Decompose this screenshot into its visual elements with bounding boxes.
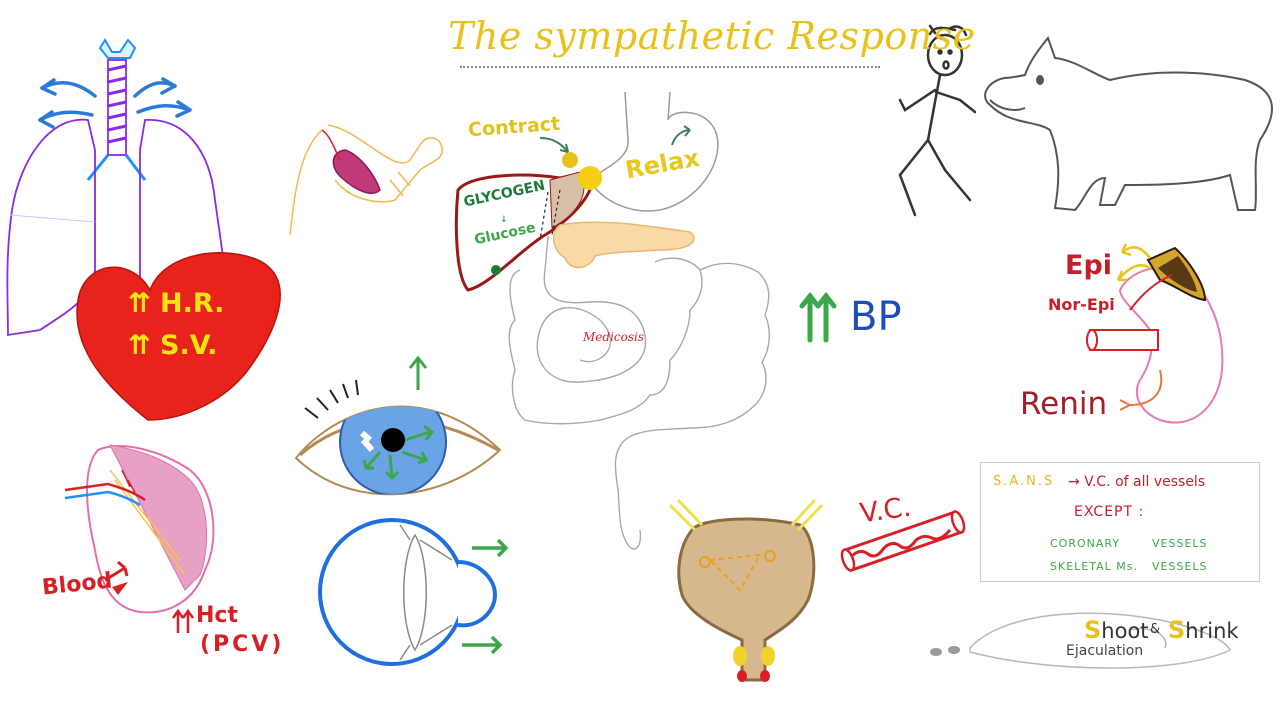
pcv-label: (PCV) [200,632,284,657]
box-skeletal-vessels-label: VESSELS [1152,560,1208,573]
box-sans-label: S.A.N.S [993,474,1054,489]
box-vc-label: → V.C. of all vessels [1068,474,1205,490]
epi-label: Epi [1065,250,1112,281]
heart-sv-label: ⇈ S.V. [128,330,217,361]
box-coronary-label: CORONARY [1050,537,1120,550]
eye-icon [296,380,500,495]
box-except-label: EXCEPT : [1074,504,1144,520]
heart-hr-label: ⇈ H.R. [128,288,224,319]
title-underline [460,66,880,68]
eye-cross-section-icon [320,520,506,664]
shoot-label: Shoot [1084,616,1149,644]
ampersand-label: & [1150,622,1160,637]
hct-arrows-icon [173,611,193,633]
intestine-icon [509,236,769,549]
pancreas-icon [554,222,694,267]
box-skeletal-label: SKELETAL Ms. [1050,560,1138,573]
contract-arrow-icon [540,138,568,152]
watermark-medicosis: Medicosis [583,330,644,344]
ejaculation-label: Ejaculation [1066,643,1143,659]
norepi-label: Nor-Epi [1048,295,1115,314]
bp-arrows-icon [802,296,834,340]
bp-label: BP [850,294,902,340]
renin-label: Renin [1020,386,1107,422]
page-title: The sympathetic Response [448,14,976,58]
bear-icon [985,38,1272,210]
relax-arrow-icon [672,126,690,145]
box-coronary-vessels-label: VESSELS [1152,537,1208,550]
eyelid-arrow-icon [410,358,426,390]
hct-label: Hct [196,603,238,628]
arm-muscle-icon [290,125,442,235]
shrink-label: Shrink [1168,616,1239,644]
bladder-icon [670,500,822,682]
glycogen-arrow: ↓ [500,215,508,225]
